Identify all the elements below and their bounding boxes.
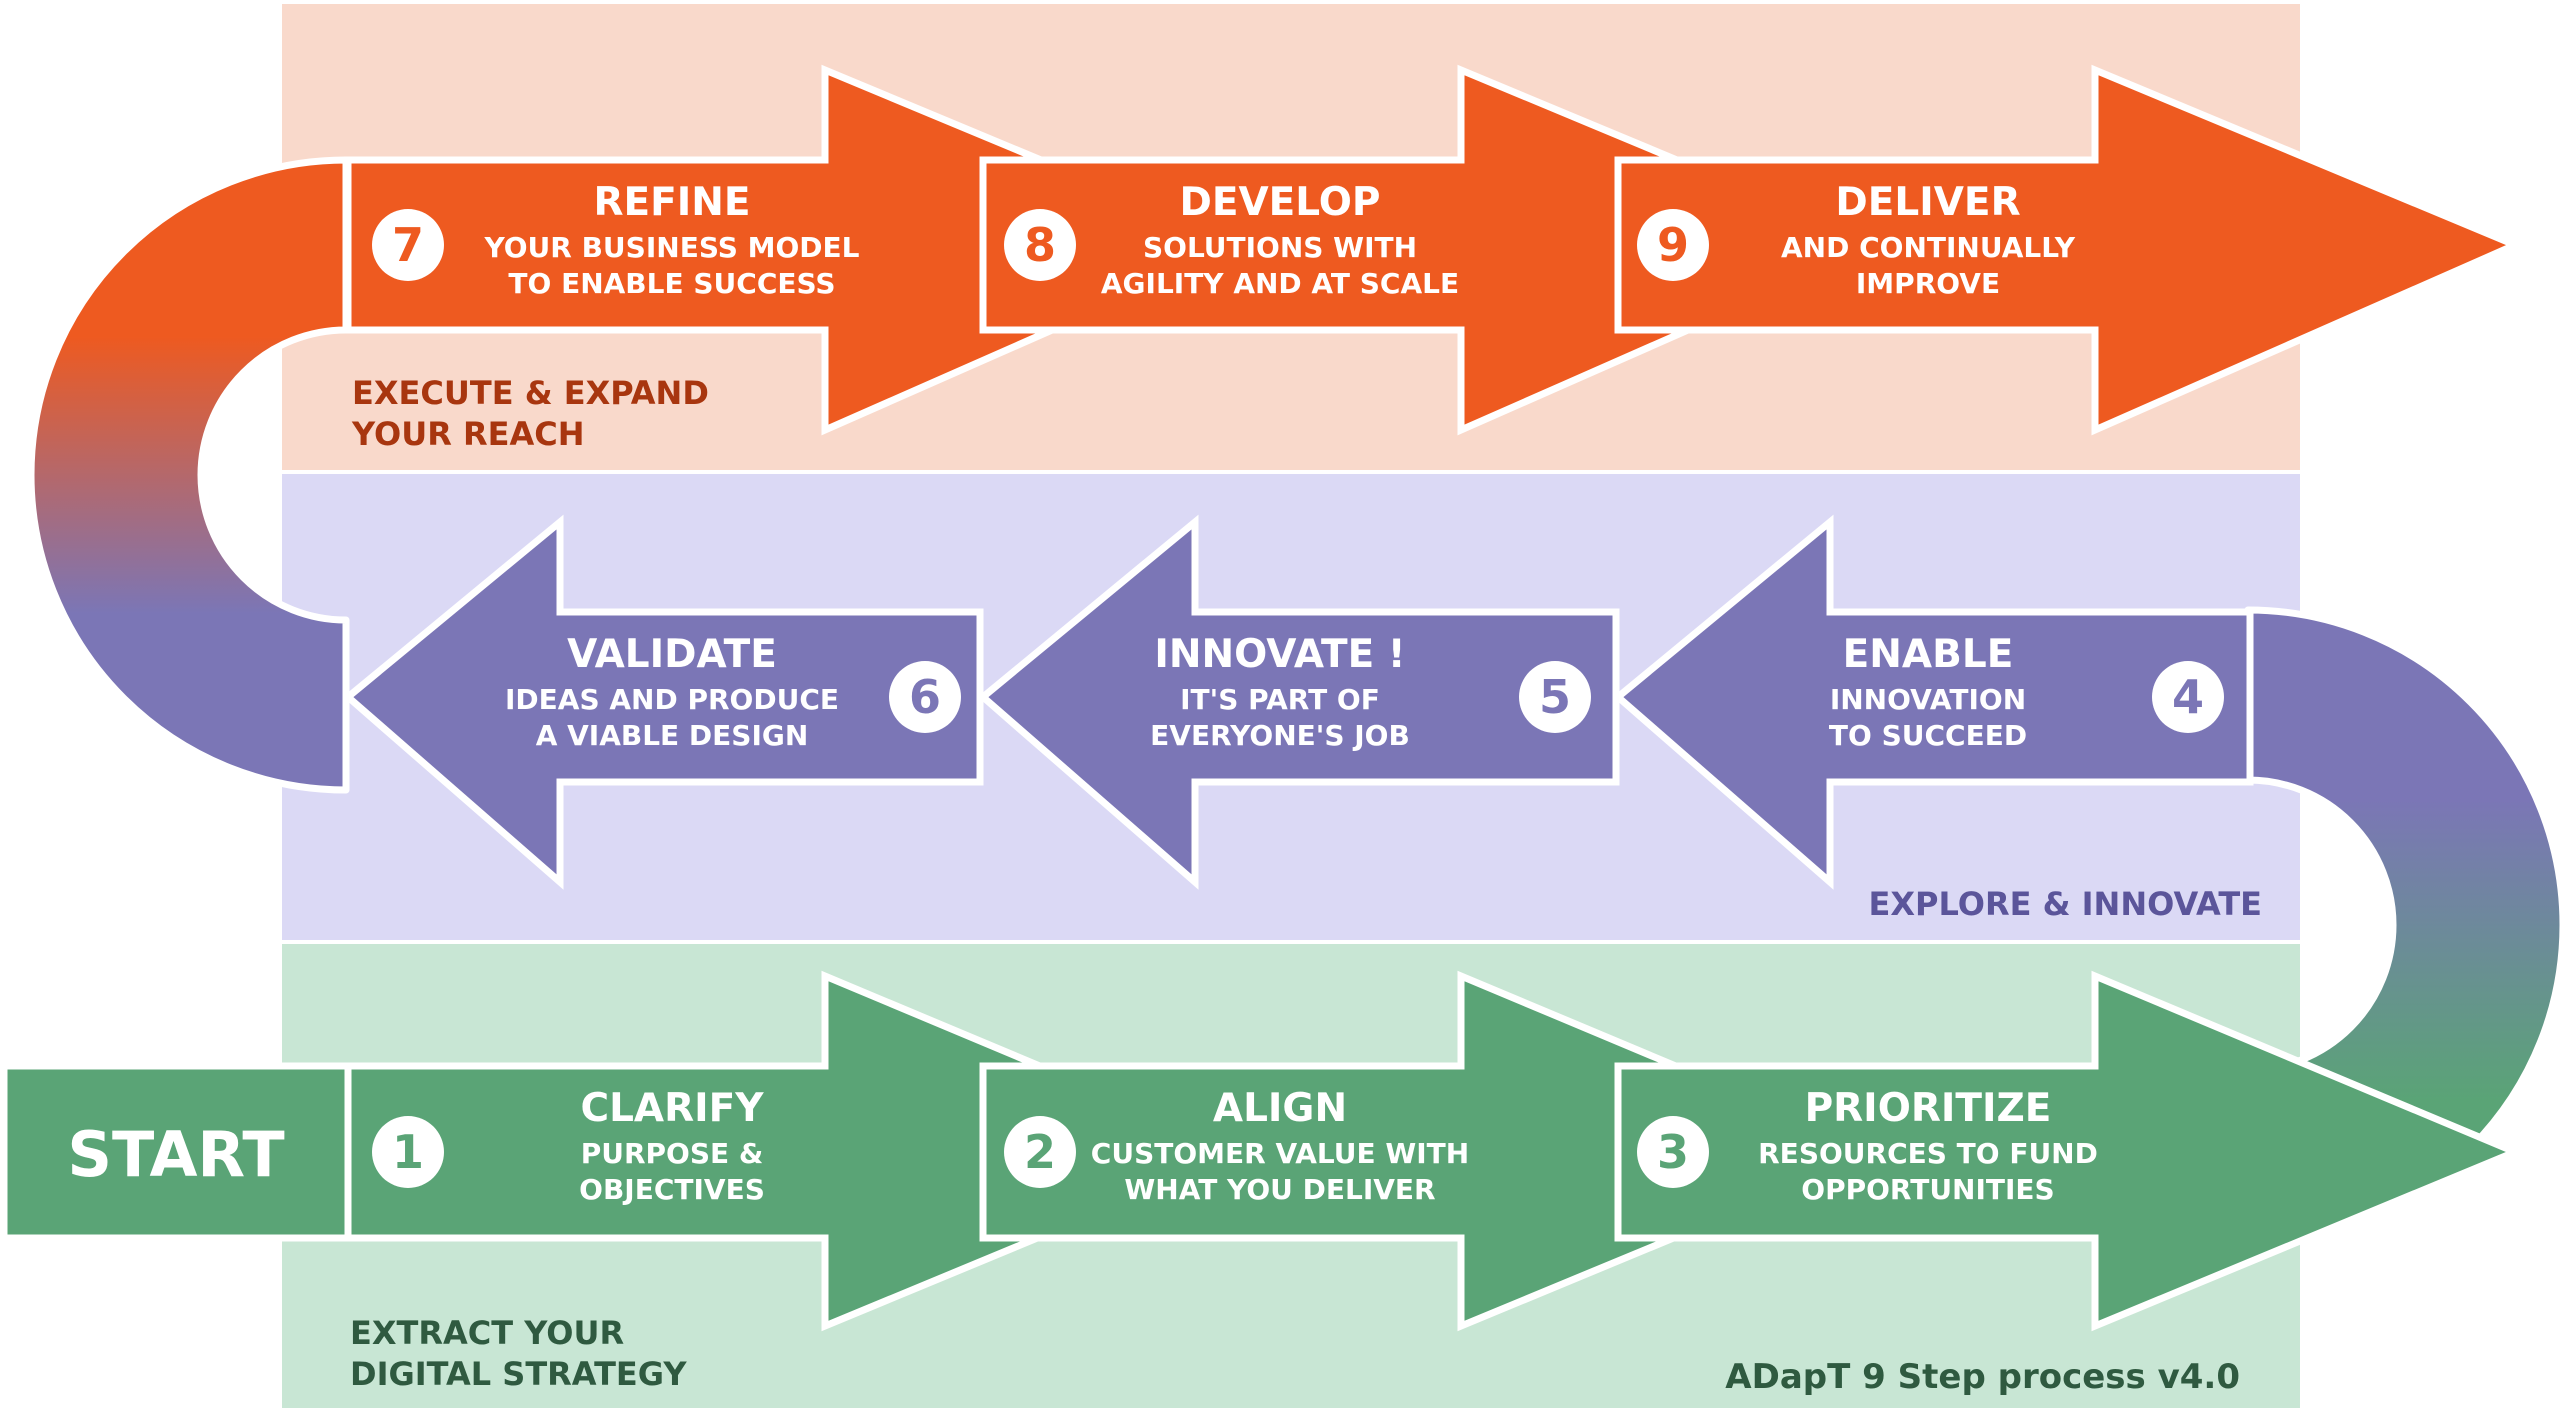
step-1-title: CLARIFY — [580, 1086, 764, 1131]
step-3-description-line-2: OPPORTUNITIES — [1801, 1173, 2054, 1206]
step-5-number-badge — [1519, 661, 1591, 733]
step-4-arrow — [1612, 514, 2254, 890]
band-label-extract: EXTRACT YOUR DIGITAL STRATEGY — [350, 1314, 687, 1393]
step-6-description-line-2: A VIABLE DESIGN — [536, 719, 809, 752]
step-5-number: 5 — [1539, 670, 1571, 724]
step-2-description-line-2: WHAT YOU DELIVER — [1124, 1173, 1435, 1206]
band-label-execute-line-1: EXECUTE & EXPAND — [352, 374, 709, 412]
step-5-arrow — [977, 514, 1620, 890]
connector-top-left — [27, 156, 350, 794]
step-9-arrow — [1614, 64, 2524, 436]
step-4-description-line-1: INNOVATION — [1830, 683, 2026, 716]
step-4-description-line-2: TO SUCCEED — [1829, 719, 2027, 752]
step-8-description-line-1: SOLUTIONS WITH — [1143, 231, 1417, 264]
step-9-title: DELIVER — [1835, 180, 2020, 225]
band-label-extract-line-2: DIGITAL STRATEGY — [350, 1355, 687, 1393]
step-7-number-badge — [372, 209, 444, 281]
step-9-description-line-2: IMPROVE — [1856, 267, 2000, 300]
step-6-title: VALIDATE — [567, 632, 777, 677]
start-label: START — [67, 1118, 284, 1191]
step-6-description-line-1: IDEAS AND PRODUCE — [505, 683, 839, 716]
step-1-number-badge — [372, 1116, 444, 1188]
step-6-number-badge — [889, 661, 961, 733]
step-7-description-line-2: TO ENABLE SUCCESS — [508, 267, 835, 300]
step-1-number: 1 — [392, 1125, 424, 1179]
arrow-layer — [342, 64, 2525, 1332]
step-6-arrow — [342, 514, 984, 890]
step-4-number: 4 — [2172, 670, 2204, 724]
step-6-number: 6 — [909, 670, 941, 724]
step-9-number: 9 — [1657, 218, 1689, 272]
footer-version: ADapT 9 Step process v4.0 — [1725, 1357, 2240, 1397]
step-1-description-line-2: OBJECTIVES — [579, 1173, 765, 1206]
step-8-title: DEVELOP — [1179, 180, 1380, 225]
step-2-number-badge — [1004, 1116, 1076, 1188]
step-8-description-line-2: AGILITY AND AT SCALE — [1101, 267, 1459, 300]
step-5-description-line-2: EVERYONE'S JOB — [1150, 719, 1410, 752]
step-3-title: PRIORITIZE — [1805, 1086, 2052, 1131]
step-2-number: 2 — [1024, 1125, 1056, 1179]
step-1-description-line-1: PURPOSE & — [581, 1137, 764, 1170]
step-5-title: INNOVATE ! — [1154, 632, 1405, 677]
step-7-number: 7 — [392, 218, 424, 272]
band-label-explore: EXPLORE & INNOVATE — [1869, 885, 2263, 923]
step-3-description-line-1: RESOURCES TO FUND — [1758, 1137, 2098, 1170]
band-label-extract-line-1: EXTRACT YOUR — [350, 1314, 624, 1352]
step-7-description-line-1: YOUR BUSINESS MODEL — [483, 231, 859, 264]
step-4-title: ENABLE — [1843, 632, 2014, 677]
band-label-execute-line-2: YOUR REACH — [351, 415, 585, 453]
step-8-number-badge — [1004, 209, 1076, 281]
step-3-arrow — [1614, 970, 2525, 1332]
step-9-description-line-1: AND CONTINUALLY — [1781, 231, 2076, 264]
step-2-description-line-1: CUSTOMER VALUE WITH — [1091, 1137, 1469, 1170]
band-label-execute: EXECUTE & EXPAND YOUR REACH — [351, 374, 720, 453]
step-2-title: ALIGN — [1213, 1086, 1347, 1131]
step-3-number: 3 — [1657, 1125, 1689, 1179]
step-8-number: 8 — [1024, 218, 1056, 272]
start-box — [0, 1062, 352, 1242]
step-3-number-badge — [1637, 1116, 1709, 1188]
step-9-number-badge — [1637, 209, 1709, 281]
step-4-number-badge — [2152, 661, 2224, 733]
step-7-title: REFINE — [593, 180, 750, 225]
step-5-description-line-1: IT'S PART OF — [1180, 683, 1380, 716]
